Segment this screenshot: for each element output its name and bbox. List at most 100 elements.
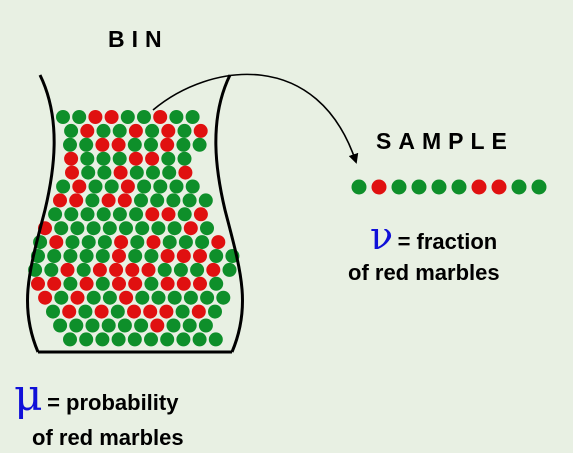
bin-marble — [112, 151, 127, 166]
bin-marble — [185, 179, 200, 194]
bin-marble — [128, 276, 143, 291]
bin-marble — [104, 179, 119, 194]
bin-marble — [111, 332, 126, 347]
bin-marble — [192, 332, 207, 347]
bin-marble — [151, 221, 166, 236]
bin-marble — [69, 318, 84, 333]
nu-symbol: ν — [370, 214, 394, 258]
bin-title: BIN — [108, 26, 169, 52]
bin-marble — [135, 221, 150, 236]
bin-marble — [88, 110, 103, 124]
bin-marble — [222, 262, 237, 277]
bin-marble — [65, 235, 80, 250]
bin-marble — [159, 304, 174, 319]
bin-marble — [109, 262, 124, 277]
bin-marble — [128, 151, 143, 166]
bin-marble — [146, 235, 161, 250]
bin-marble — [145, 123, 160, 138]
bin-marble — [209, 276, 224, 291]
bin-marble — [79, 332, 94, 347]
bin-marble — [125, 262, 140, 277]
bin-marble — [112, 249, 126, 263]
bin-marble — [80, 207, 95, 222]
bin-marble — [209, 249, 224, 263]
nu-definition: ν = fraction — [370, 214, 497, 258]
bin-marble — [206, 262, 221, 277]
bin-marble — [101, 318, 116, 333]
bin-marble — [56, 179, 71, 194]
bin-marble — [185, 110, 200, 124]
bin-marble — [95, 332, 110, 347]
bin-marble — [178, 165, 193, 180]
bin-marble — [102, 221, 117, 236]
sample-marble-green — [511, 179, 527, 195]
bin-marble — [85, 318, 100, 333]
bin-marble — [63, 332, 77, 347]
bin-marble — [65, 165, 79, 180]
bin-marble — [96, 207, 111, 222]
bin-marble — [63, 276, 78, 291]
bin-marble — [135, 290, 150, 305]
bin-marble — [117, 193, 132, 208]
bin-marble — [144, 137, 158, 152]
bin-marble — [79, 137, 94, 152]
bin-marble — [56, 110, 70, 124]
bin-marble — [177, 123, 192, 138]
bin-marble — [53, 193, 67, 208]
bin-marble — [191, 304, 206, 319]
bin-marble — [72, 110, 87, 124]
bin-marble — [177, 151, 192, 166]
bin-marble — [127, 332, 142, 347]
bin-marble — [53, 318, 68, 333]
bin-marble — [183, 221, 198, 236]
bin-marble — [190, 262, 205, 277]
sample-marble-green — [451, 179, 467, 195]
bin-marble — [161, 207, 176, 222]
bin-marble — [208, 304, 222, 319]
bin-marble — [175, 304, 190, 319]
bin-marble — [78, 304, 93, 319]
bin-marble — [176, 276, 191, 291]
bin-marble — [134, 318, 149, 333]
bin-marble — [200, 221, 214, 236]
bin-marble — [76, 262, 91, 277]
bin-marble — [146, 165, 160, 180]
sample-marble-red — [371, 179, 387, 195]
bin-marble — [137, 110, 151, 124]
bin-marble — [31, 276, 45, 291]
bin-marble — [47, 276, 62, 291]
bin-marble — [169, 179, 184, 194]
bin-marble — [86, 221, 101, 236]
bin-marble — [95, 249, 110, 263]
bin-marble — [63, 249, 78, 263]
bin-marble — [161, 151, 176, 166]
sampling-arrow — [152, 73, 359, 164]
bin-marble — [120, 110, 135, 124]
bin-marble — [182, 193, 197, 208]
bin-marble — [128, 249, 143, 263]
nu-equation-text: = fraction — [397, 229, 498, 254]
bin-marble — [145, 207, 160, 222]
bin-marble — [182, 318, 197, 333]
bin-marble — [70, 221, 85, 236]
bin-marble — [110, 304, 125, 319]
bin-marble — [127, 304, 141, 319]
bin-marble — [151, 290, 166, 305]
bin-marble — [193, 207, 208, 222]
bin-marble — [167, 221, 182, 236]
bin-marble — [178, 235, 193, 250]
bin-marble — [129, 165, 144, 180]
bin-marble — [44, 262, 59, 277]
bin-marble — [96, 151, 111, 166]
bin-marble — [86, 290, 101, 305]
bin-marble — [113, 165, 128, 180]
bin-marble — [161, 123, 176, 138]
sample-marble-red — [471, 179, 487, 195]
bin-marble — [150, 318, 165, 333]
bin-marble — [144, 249, 159, 263]
bin-marble — [216, 290, 231, 305]
bin-marble — [176, 249, 191, 263]
mu-symbol: μ — [14, 370, 43, 421]
bin-marble — [60, 262, 75, 277]
